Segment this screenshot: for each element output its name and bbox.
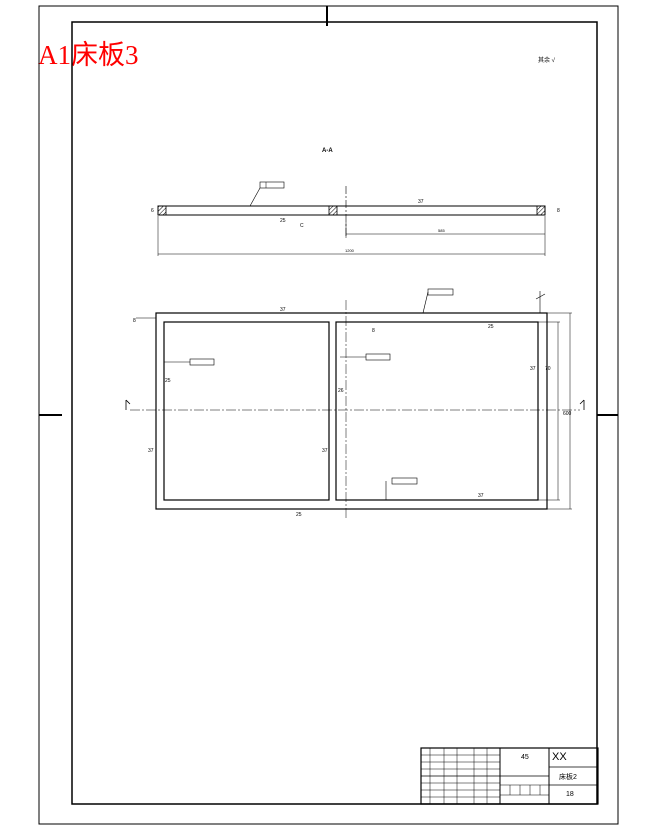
svg-text:26: 26	[338, 388, 344, 394]
drawing-frame	[71, 21, 598, 805]
section-hatch-left	[157, 205, 167, 216]
svg-text:6: 6	[151, 208, 154, 214]
section-hatch-middle	[328, 205, 338, 216]
svg-text:25: 25	[165, 378, 171, 384]
section-label: A-A	[322, 148, 333, 154]
svg-text:37: 37	[148, 448, 154, 454]
sheet-count: 18	[566, 791, 574, 798]
plan-view: 37 8 25 8 25 37 26 37 37 37 25 70 600	[125, 288, 585, 520]
svg-text:37: 37	[280, 307, 286, 313]
svg-text:8: 8	[133, 318, 136, 324]
svg-text:25: 25	[280, 218, 286, 224]
title-block	[420, 747, 599, 805]
sheet-title: A1床板3	[38, 40, 139, 70]
svg-text:8: 8	[372, 328, 375, 334]
svg-text:25: 25	[296, 512, 302, 518]
company-name: XX	[552, 751, 567, 763]
drawing-name: 床板2	[559, 774, 577, 781]
svg-text:C: C	[300, 223, 304, 229]
svg-text:70: 70	[545, 366, 551, 372]
material-label: 45	[521, 754, 529, 761]
svg-text:600: 600	[563, 411, 572, 417]
section-view: 6 8 25 C 37 585 1200	[151, 181, 560, 256]
svg-text:8: 8	[557, 208, 560, 214]
svg-text:37: 37	[478, 493, 484, 499]
svg-text:1200: 1200	[345, 248, 355, 253]
svg-text:25: 25	[488, 324, 494, 330]
section-hatch-right	[536, 205, 546, 216]
svg-text:585: 585	[438, 228, 445, 233]
roughness-note: 其余 √	[538, 56, 556, 64]
svg-text:37: 37	[418, 199, 424, 205]
svg-text:37: 37	[322, 448, 328, 454]
svg-text:37: 37	[530, 366, 536, 372]
